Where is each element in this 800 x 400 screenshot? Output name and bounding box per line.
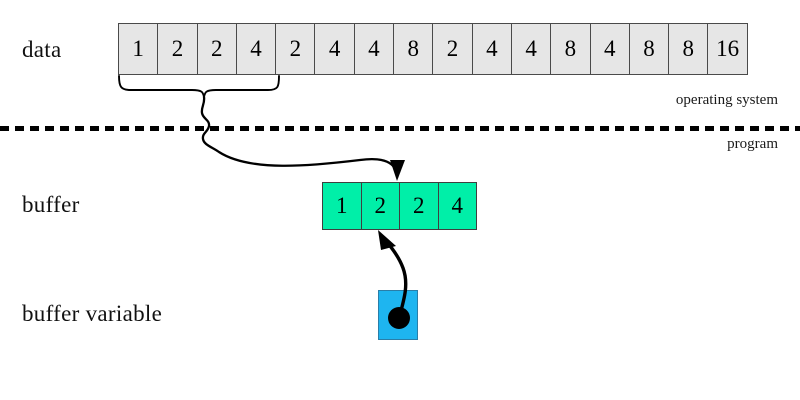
data-cell: 8 bbox=[628, 23, 670, 75]
data-cell: 2 bbox=[275, 23, 316, 75]
buffer-array: 1 2 2 4 bbox=[322, 182, 477, 230]
program-zone-label: program bbox=[727, 136, 778, 152]
data-cell: 4 bbox=[510, 23, 552, 75]
buffer-cell: 4 bbox=[437, 182, 477, 230]
data-brace bbox=[118, 75, 280, 98]
buffer-row-label: buffer bbox=[22, 192, 80, 217]
buffer-variable-pointer-dot bbox=[388, 307, 410, 329]
data-cell: 2 bbox=[196, 23, 237, 75]
data-cell: 16 bbox=[707, 23, 748, 75]
data-cell: 4 bbox=[589, 23, 630, 75]
data-cell: 8 bbox=[393, 23, 434, 75]
buffer-cell: 2 bbox=[360, 182, 400, 230]
data-array: 1 2 2 4 2 4 4 8 2 4 4 8 4 8 8 16 bbox=[118, 23, 748, 75]
data-cell: 8 bbox=[668, 23, 709, 75]
data-cell: 2 bbox=[157, 23, 198, 75]
data-cell: 4 bbox=[471, 23, 512, 75]
buffer-cell: 1 bbox=[322, 182, 362, 230]
data-row-label: data bbox=[22, 37, 62, 62]
data-cell: 4 bbox=[353, 23, 395, 75]
data-cell: 1 bbox=[118, 23, 159, 75]
data-cell: 8 bbox=[550, 23, 591, 75]
data-cell: 4 bbox=[314, 23, 355, 75]
buffer-cell: 2 bbox=[399, 182, 439, 230]
buffer-variable-row-label: buffer variable bbox=[22, 301, 163, 326]
copy-arrow bbox=[200, 95, 405, 181]
data-cell: 4 bbox=[235, 23, 277, 75]
data-cell: 2 bbox=[432, 23, 473, 75]
operating-system-zone-label: operating system bbox=[675, 92, 778, 108]
